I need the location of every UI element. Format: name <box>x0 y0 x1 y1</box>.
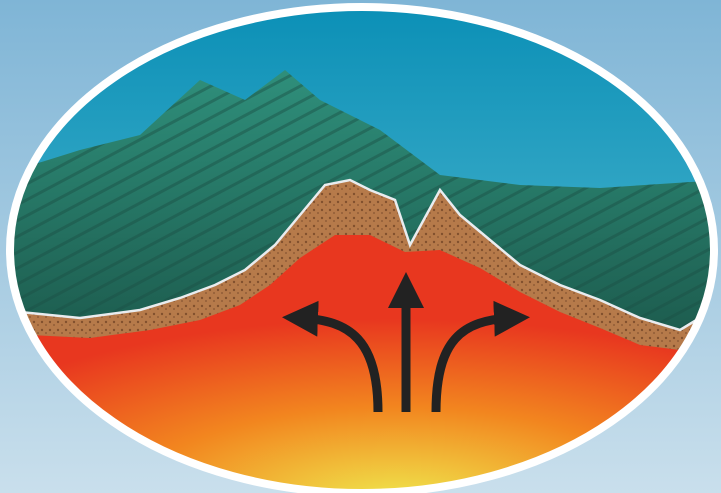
mid-ocean-ridge-illustration <box>0 0 721 493</box>
